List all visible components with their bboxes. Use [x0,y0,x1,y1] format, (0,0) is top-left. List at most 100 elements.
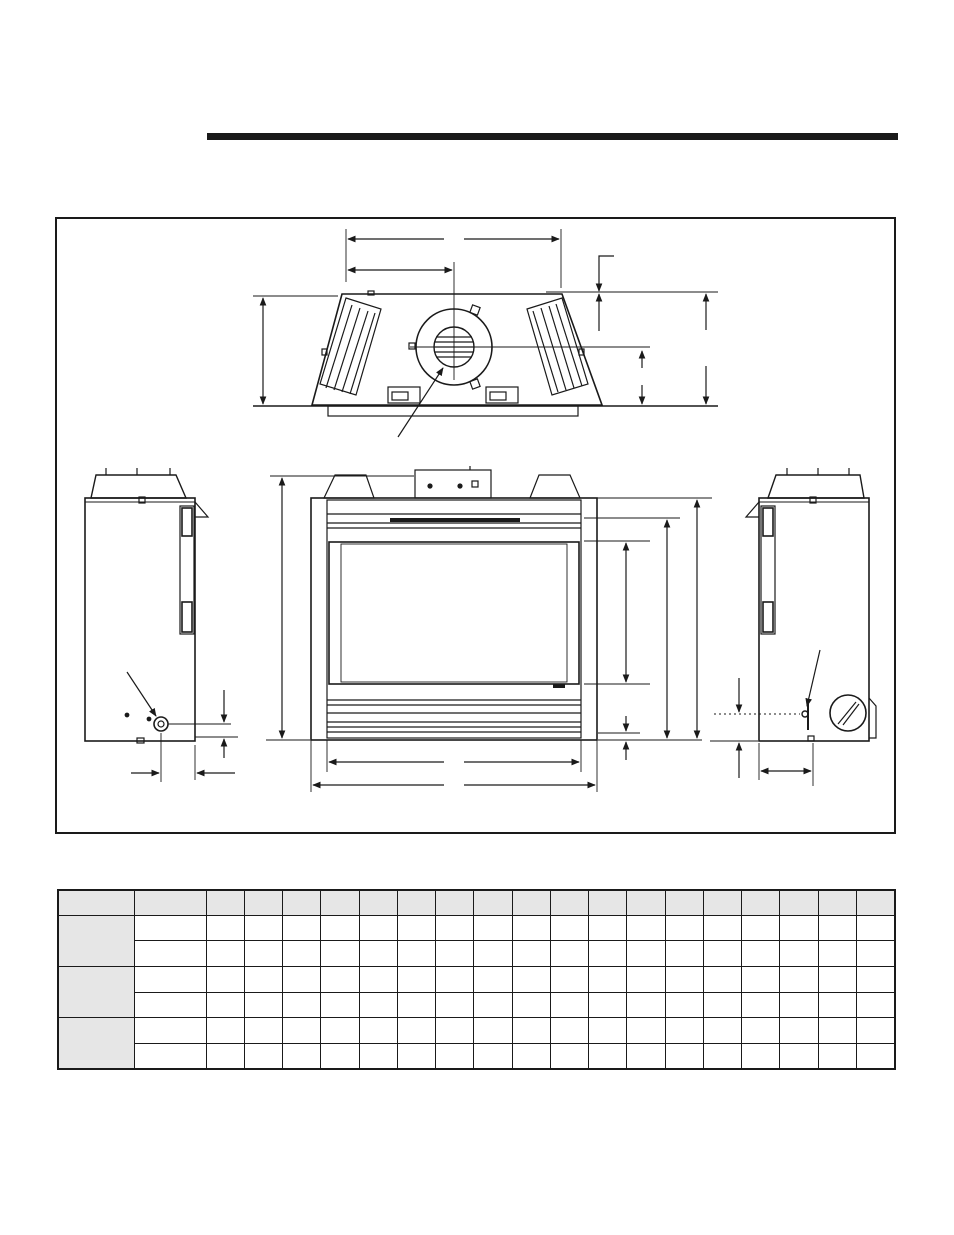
flue-collar [408,262,650,390]
table-cell [549,940,590,967]
table-cell [243,991,284,1019]
right-louver [526,297,589,396]
table-cell [243,965,284,993]
table-cell [664,965,704,993]
table-header-cell [664,889,704,916]
table-cell [664,1042,704,1070]
table-cell [856,965,896,993]
table-cell [856,914,896,942]
table-cell [664,991,704,1019]
table-cell [396,1017,437,1044]
table-cell [396,1042,437,1070]
table-cell [741,1017,781,1044]
table-row-label [133,1042,207,1070]
table-cell [358,991,398,1019]
table-cell [435,914,475,942]
table-cell [779,965,819,993]
table-cell [817,1017,858,1044]
table-cell [817,1042,858,1070]
table-cell [511,940,551,967]
table-header-cell [57,889,135,916]
table-cell [779,914,819,942]
table-cell [243,1042,284,1070]
table-cell [741,1042,781,1070]
table-cell [320,1017,360,1044]
table-group-label [57,1017,135,1070]
table-cell [205,965,245,993]
table-cell [473,914,513,942]
table-row [58,1042,896,1070]
table-header-cell [856,889,896,916]
table-cell [396,991,437,1019]
table-cell [282,1017,322,1044]
table-cell [243,1017,284,1044]
table-cell [511,991,551,1019]
table-cell [856,1042,896,1070]
table-cell [817,965,858,993]
table-cell [511,1017,551,1044]
table-header-cell [473,889,513,916]
table-cell [626,940,666,967]
table-cell [435,991,475,1019]
table-cell [549,914,590,942]
table-cell [588,1042,628,1070]
table-cell [358,914,398,942]
table-cell [817,914,858,942]
table-cell [779,1017,819,1044]
table-cell [205,991,245,1019]
table-header-cell [626,889,666,916]
table-cell [664,914,704,942]
heading-rule [207,133,898,140]
table-cell [856,940,896,967]
table-cell [588,991,628,1019]
table-cell [473,1017,513,1044]
table-cell [205,1017,245,1044]
table-header-cell [243,889,284,916]
table-cell [282,940,322,967]
table-cell [396,940,437,967]
table-cell [626,1042,666,1070]
table-cell [702,940,743,967]
table-row-label [133,965,207,993]
table-cell [435,1017,475,1044]
table-cell [856,1017,896,1044]
table-header-cell [320,889,360,916]
table-cell [588,940,628,967]
table-cell [702,914,743,942]
table-header-cell [779,889,819,916]
table-cell [817,991,858,1019]
side-view-right [710,468,877,786]
table-cell [243,940,284,967]
table-cell [320,940,360,967]
table-cell [588,1017,628,1044]
table-cell [664,940,704,967]
table-cell [358,1017,398,1044]
table-cell [282,914,322,942]
table-header-cell [435,889,475,916]
dimension-table [57,889,896,1070]
table-cell [320,1042,360,1070]
table-header-cell [549,889,590,916]
table-header-cell [133,889,207,916]
left-louver [319,297,382,396]
table-cell [473,1042,513,1070]
table-cell [396,914,437,942]
table-cell [549,965,590,993]
table-cell [741,914,781,942]
table-cell [626,914,666,942]
table-cell [741,965,781,993]
table-cell [779,1042,819,1070]
table-cell [511,965,551,993]
table-row [57,914,896,967]
table-cell [473,965,513,993]
table-row [58,991,896,1019]
table-cell [205,940,245,967]
table-header-cell [205,889,245,916]
side-view-left [84,468,238,782]
table-cell [282,1042,322,1070]
table-cell [435,1042,475,1070]
table-cell [664,1017,704,1044]
table-cell [358,940,398,967]
table-cell [320,991,360,1019]
